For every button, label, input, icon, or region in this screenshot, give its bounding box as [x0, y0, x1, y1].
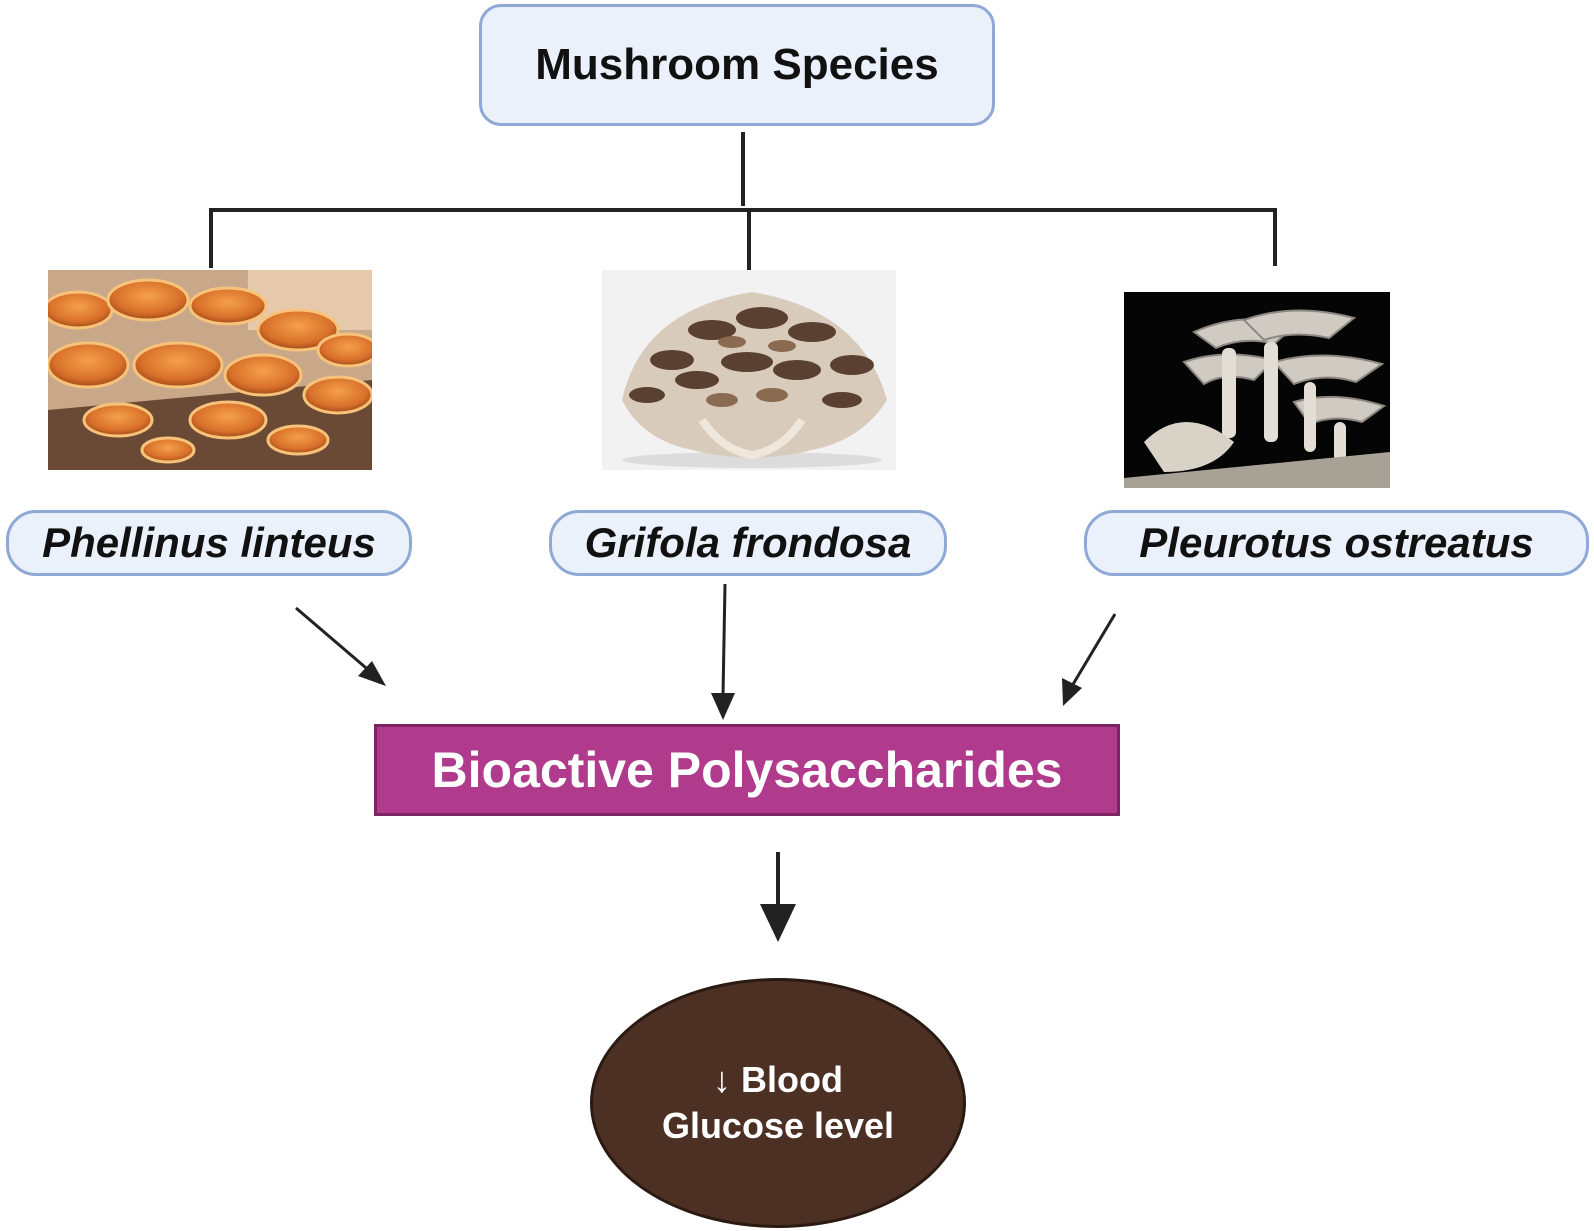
arrow-pleurotus-to-polysaccharides	[1062, 613, 1117, 706]
outcome-line-2: Glucose level	[661, 1105, 895, 1146]
root-label: Mushroom Species	[535, 40, 939, 89]
arrow-phellinus-to-polysaccharides	[295, 606, 386, 686]
polysaccharides-label: Bioactive Polysaccharides	[431, 742, 1063, 798]
phellinus-mushroom-photo-icon	[48, 270, 372, 470]
polysaccharides-node: Bioactive Polysaccharides	[374, 724, 1120, 816]
tree-connector	[209, 132, 1277, 270]
pleurotus-mushroom-photo-icon	[1124, 292, 1390, 488]
root-node-mushroom-species: Mushroom Species	[479, 4, 995, 126]
species-label-pleurotus: Pleurotus ostreatus	[1139, 519, 1534, 566]
species-label-grifola: Grifola frondosa	[584, 519, 912, 566]
grifola-mushroom-photo-icon	[602, 270, 896, 470]
outcome-line-1: ↓ Blood	[713, 1059, 843, 1100]
species-label-phellinus: Phellinus linteus	[42, 519, 376, 566]
species-node-grifola: Grifola frondosa	[549, 510, 947, 576]
species-node-phellinus: Phellinus linteus	[6, 510, 412, 576]
glucose-outcome-node: ↓ Blood Glucose level	[590, 978, 966, 1228]
arrow-grifola-to-polysaccharides	[711, 583, 735, 720]
species-node-pleurotus: Pleurotus ostreatus	[1084, 510, 1589, 576]
arrow-polysaccharides-to-glucose	[760, 852, 796, 942]
